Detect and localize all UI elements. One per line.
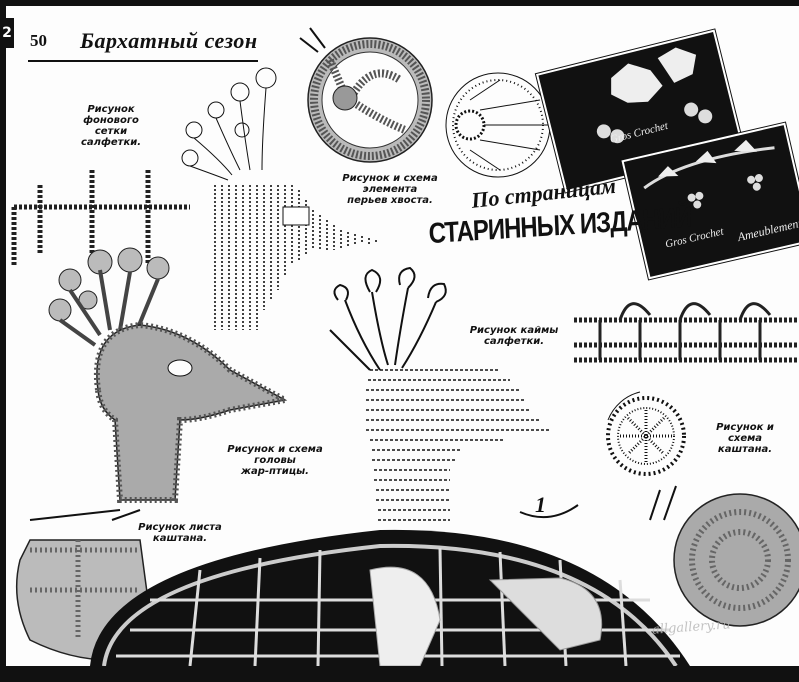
caption-border: Рисунок каймы салфетки. (469, 325, 559, 347)
caption-leaf: Рисунок листа каштана. (138, 522, 222, 544)
book-card-2: Gros Crochet Ameublement (621, 122, 799, 280)
page-number: 50 (30, 31, 47, 50)
book-card-1: Gros Crochet (535, 29, 745, 193)
top-border (0, 0, 799, 6)
caption-head: Рисунок и схема головы жар-птицы. (227, 444, 323, 477)
corner-page-mark: 2 (0, 18, 14, 48)
bottom-border (0, 666, 799, 682)
left-border (0, 0, 6, 682)
caption-chestnut: Рисунок и схема каштана. (716, 422, 774, 455)
section-title: Бархатный сезон (80, 28, 258, 53)
figure-number: 1 (535, 492, 546, 517)
header-rule (28, 60, 258, 62)
caption-mesh: Рисунок фонового сетки салфетки. (80, 104, 142, 148)
caption-tail: Рисунок и схема элемента перьев хвоста. (342, 173, 438, 206)
